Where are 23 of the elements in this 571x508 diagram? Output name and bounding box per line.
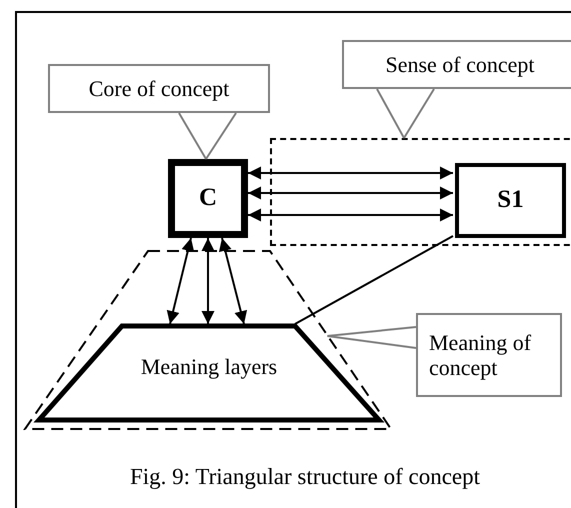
callout-text: Meaning of concept [429,330,532,380]
arrow [248,186,453,200]
concept-box [168,159,248,238]
arrow [248,208,453,222]
dashed-region [270,138,571,246]
callout-text: Core of concept [88,76,230,102]
callout-pointer [326,326,417,349]
callout-box [416,313,562,397]
arrow [218,238,248,324]
callout-box [342,40,571,89]
arrow [166,238,194,324]
callout-box [48,64,270,113]
callout-text: Sense of concept [385,52,535,78]
box-label: S1 [497,186,524,215]
shape-label: Meaning layers [140,354,278,380]
sense-box [455,163,566,238]
box-label: C [198,184,218,213]
callout-pointer [178,112,237,160]
arrow [248,166,453,180]
arrow [202,238,214,324]
connector-line [294,235,454,325]
callout-pointer [376,88,435,139]
figure-caption: Fig. 9: Triangular structure of concept [128,464,482,490]
